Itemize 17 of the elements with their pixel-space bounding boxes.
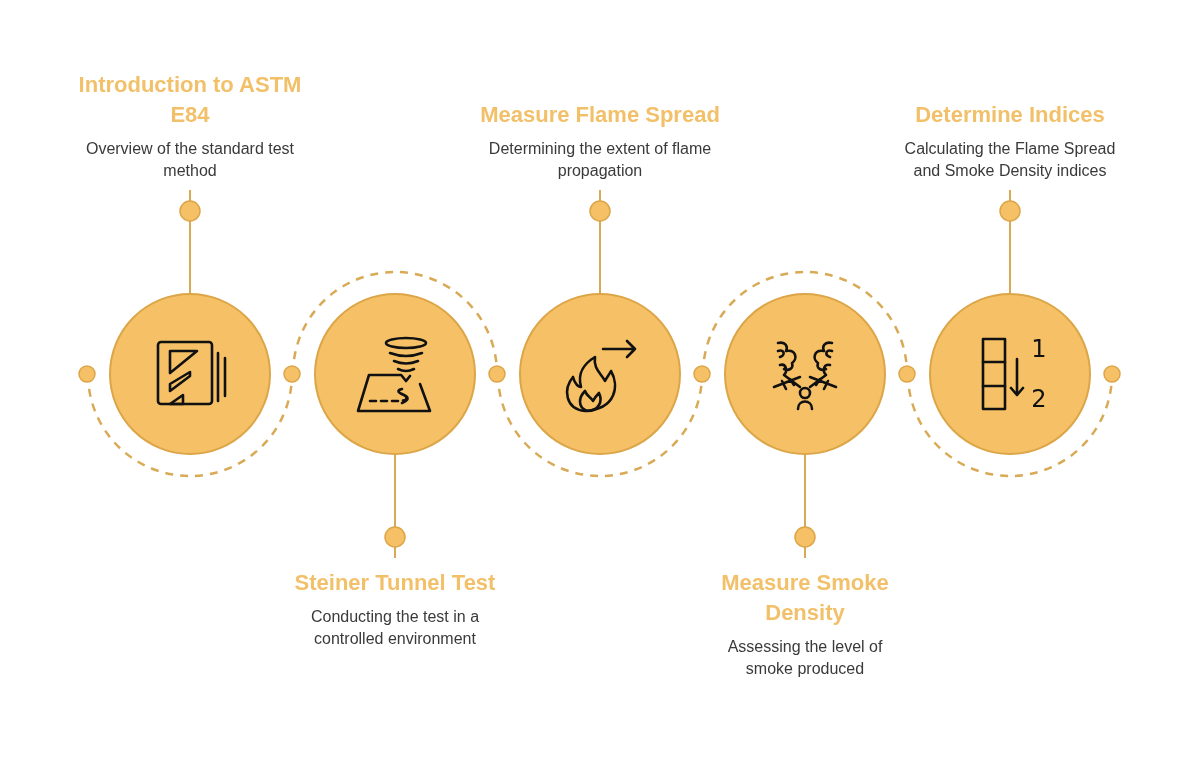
step-title: Steiner Tunnel Test [294, 569, 496, 597]
step-description: Calculating the Flame Spread and Smoke Density indices [903, 139, 1117, 181]
leader-line [794, 454, 816, 559]
step-description: Overview of the standard test method [84, 139, 296, 181]
step-title: Introduction to ASTM E84 [77, 71, 303, 129]
step-description: Assessing the level of smoke produced [726, 637, 884, 679]
step-title: Determine Indices [915, 101, 1105, 129]
leader-line [179, 189, 201, 294]
leader-line [999, 189, 1021, 294]
step-title: Measure Smoke Density [720, 569, 890, 627]
leader-line [384, 454, 406, 559]
rank-digit: 1 [1031, 335, 1047, 363]
leader-line [589, 189, 611, 294]
rank-digit: 2 [1031, 385, 1047, 413]
step-description: Determining the extent of flame propagation [487, 139, 713, 181]
step-title: Measure Flame Spread [480, 101, 720, 129]
step-description: Conducting the test in a controlled environment [309, 607, 481, 649]
